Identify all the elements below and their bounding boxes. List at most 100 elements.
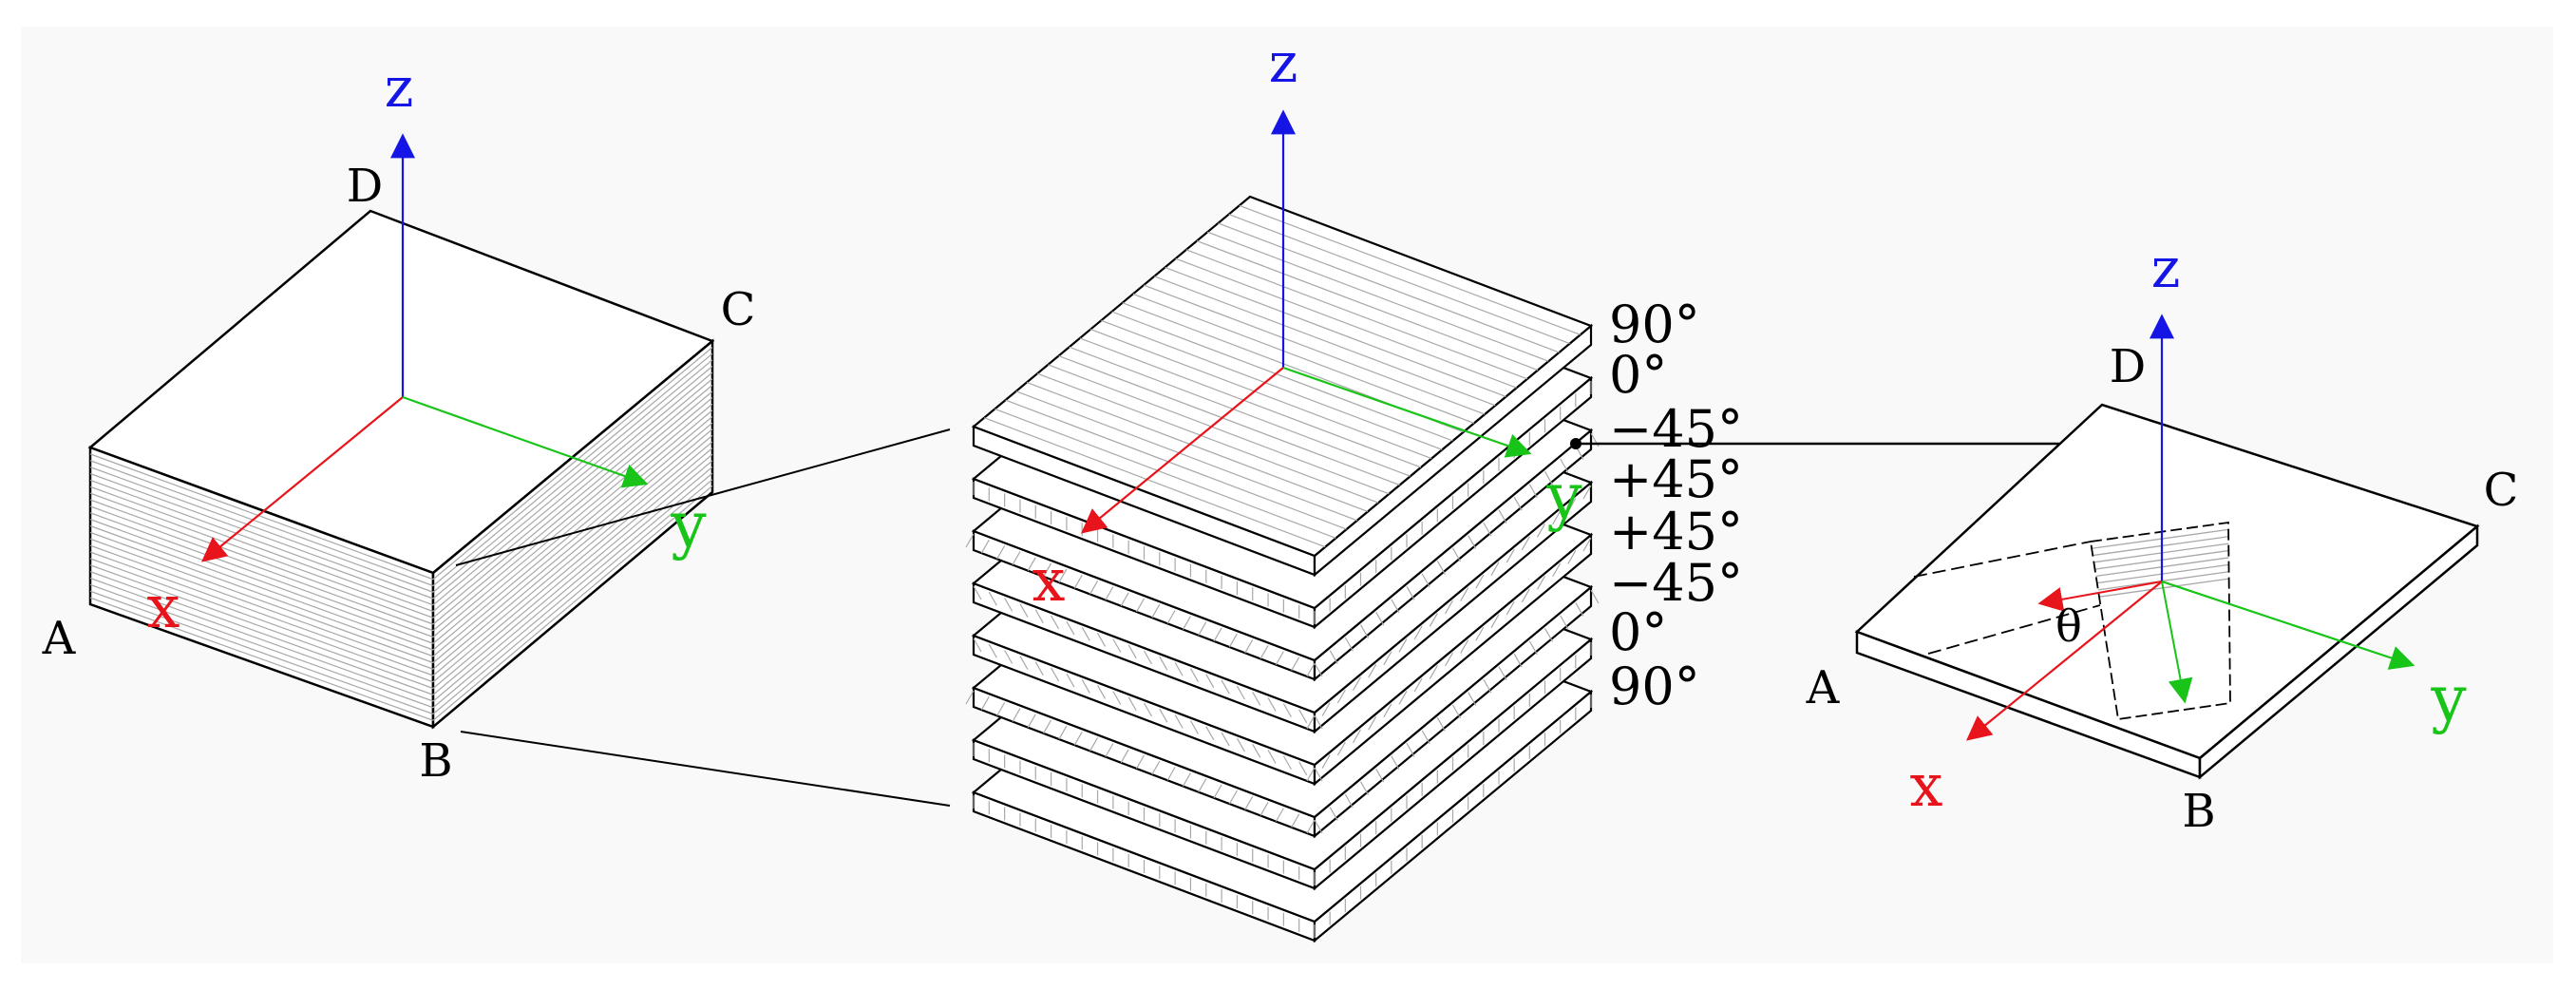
block-corner-b: B	[419, 734, 452, 788]
block-layer-line	[432, 384, 713, 619]
block-layer-line	[432, 352, 713, 586]
fiber-line	[2097, 571, 2229, 591]
ply-angle-label-8: 90°	[1609, 657, 1700, 716]
fiber-line	[2093, 536, 2229, 557]
fiber-direction-line-2	[1927, 604, 2101, 655]
block-right-hatch	[432, 347, 713, 721]
ply-hatch	[965, 589, 1600, 834]
ply-angle-label-5: +45°	[1609, 502, 1743, 562]
block-layer-line	[89, 564, 434, 690]
ply-angle-label-4: +45°	[1609, 449, 1743, 509]
block-layer-line	[89, 551, 434, 676]
block-layer-line	[432, 397, 713, 632]
block-layer-line	[89, 492, 434, 619]
ply-corner-c: C	[2484, 464, 2519, 517]
ply-corner-d: D	[2110, 340, 2146, 393]
block-layer-line	[432, 485, 713, 721]
block-layer-line	[432, 409, 713, 644]
ply-hatch	[973, 485, 1592, 730]
block-layer-line	[432, 447, 713, 683]
fiber-axis-2	[2161, 581, 2193, 704]
block-layer-line	[89, 577, 434, 702]
block-layer-line	[432, 378, 713, 612]
ply-angle-label-1: 90°	[1609, 295, 1700, 354]
block-corner-a: A	[42, 612, 77, 665]
ply-y-axis	[2161, 580, 2415, 670]
block-x-label: x	[147, 572, 180, 641]
block-layer-line	[89, 524, 434, 651]
stack-x-label: x	[1032, 545, 1066, 615]
block-layer-line	[89, 485, 434, 613]
ply-layer	[971, 195, 1594, 578]
block-layer-line	[432, 366, 713, 600]
ply-angle-labels: 90° 0° −45° +45° +45° −45° 0° 90°	[1609, 295, 1743, 716]
ply-corner-a: A	[1806, 661, 1841, 714]
stack-y-axis	[1282, 366, 1532, 458]
single-ply: z x y θ A B C D	[1806, 236, 2519, 838]
block-layer-line	[89, 558, 434, 683]
block-layer-line	[89, 479, 434, 606]
block-layer-line	[89, 571, 434, 695]
block-layer-line	[89, 519, 434, 644]
ply-angle-label-3: −45°	[1609, 399, 1743, 459]
block-layer-line	[89, 453, 434, 581]
block-layer-line	[432, 466, 713, 702]
ply-connector-dot-start	[1570, 438, 1582, 449]
block-layer-line	[432, 434, 713, 670]
block-layer-line	[89, 472, 434, 600]
block-layer-line	[89, 590, 434, 715]
stack-z-label: z	[1269, 30, 1298, 95]
block-layer-line	[432, 460, 713, 695]
fiber-axis-1	[2037, 581, 2163, 612]
block-y-label: y	[670, 488, 707, 562]
block-layer-line	[89, 466, 434, 593]
block-layer-line	[89, 499, 434, 625]
block-layer-line	[432, 453, 713, 689]
block-y-axis	[402, 395, 649, 488]
stack-x-axis	[1080, 367, 1284, 534]
block-layer-line	[89, 460, 434, 587]
block-layer-line	[432, 472, 713, 709]
single-ply-side	[2198, 524, 2479, 780]
stack-axes: z x y	[1032, 30, 1583, 615]
fiber-line	[2098, 578, 2229, 598]
ply-angle-label-6: −45°	[1609, 553, 1743, 613]
block-corner-c: C	[721, 283, 756, 336]
ply-hatch	[973, 537, 1592, 782]
ply-angle-label-7: 0°	[1609, 602, 1667, 662]
ply-hatch	[983, 204, 1582, 548]
fiber-line	[2096, 563, 2229, 584]
ply-x-label: x	[1910, 751, 1943, 820]
block-layer-line	[432, 403, 713, 638]
block-layer-line	[89, 544, 434, 670]
block-layer-line	[89, 505, 434, 632]
block-layer-line	[432, 359, 713, 593]
block-layer-line	[89, 538, 434, 664]
ply-hatch	[973, 642, 1592, 885]
ply-corner-b: B	[2182, 785, 2215, 838]
ply-hatch	[965, 432, 1600, 677]
fiber-element-outline	[2089, 521, 2231, 721]
block-layer-line	[89, 512, 434, 638]
ply-angle-theta: θ	[2055, 600, 2082, 652]
ply-z-label: z	[2151, 236, 2181, 300]
exploded-ply-stack	[965, 195, 1600, 943]
ply-x-axis	[1965, 581, 2163, 741]
fiber-line	[2092, 528, 2229, 549]
block-layer-line	[89, 583, 434, 709]
block-layer-line	[432, 428, 713, 663]
leader-line-top	[455, 428, 951, 566]
leader-line-bottom	[460, 731, 951, 807]
block-layer-line	[432, 390, 713, 625]
fiber-direction-line-1	[1913, 541, 2092, 578]
block-x-axis	[200, 396, 404, 562]
block-front-hatch	[89, 453, 434, 721]
ply-y-label: y	[2430, 662, 2467, 735]
ply-hatch	[973, 695, 1592, 938]
block-layer-line	[89, 531, 434, 657]
block-layer-line	[432, 347, 713, 581]
block-layer-line	[432, 422, 713, 657]
block-layer-line	[89, 597, 434, 721]
